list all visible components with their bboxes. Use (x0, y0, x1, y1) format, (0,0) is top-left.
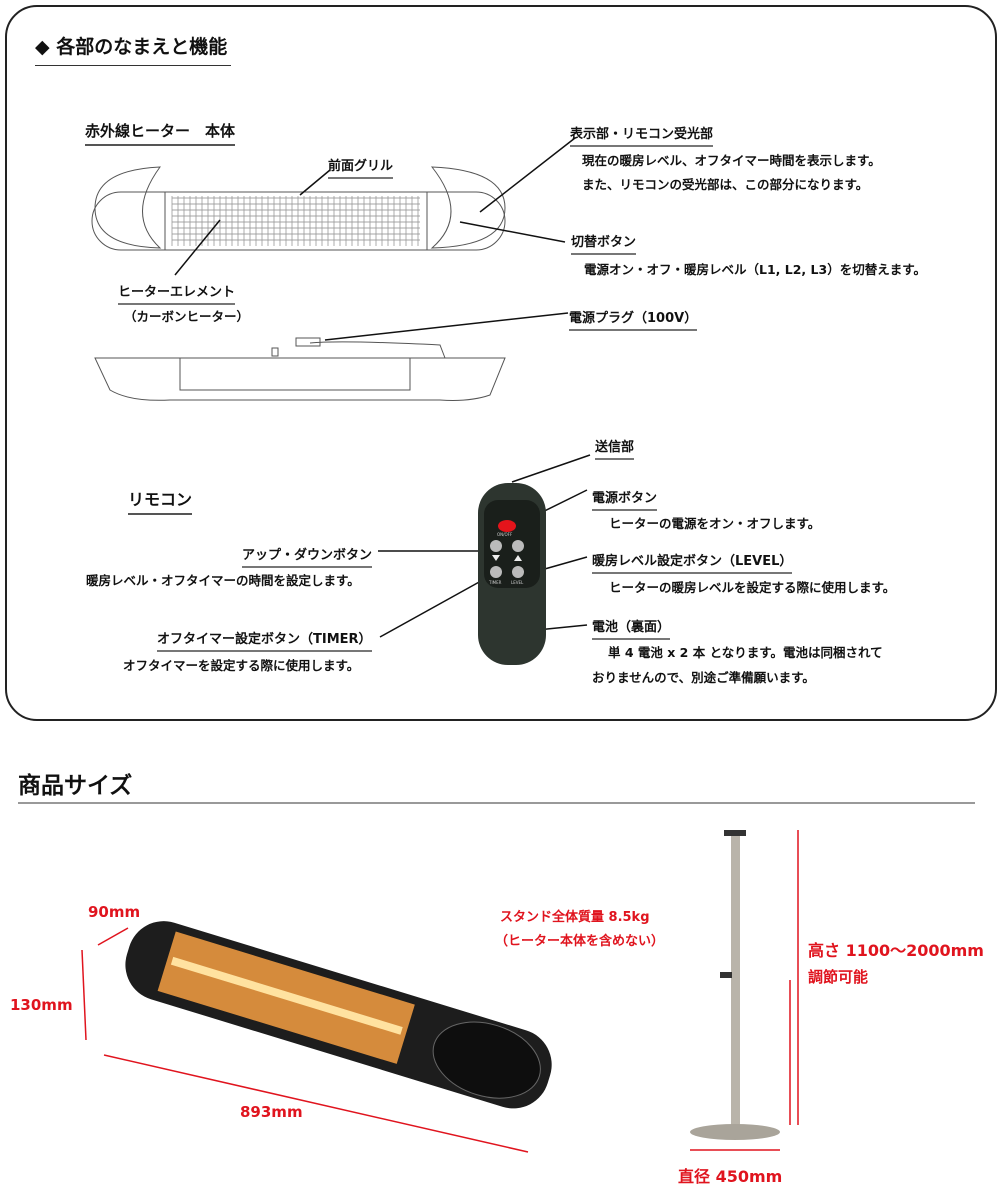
stand-weight: スタンド全体質量 8.5kg (500, 910, 650, 925)
remote-level-text: LEVEL (511, 580, 524, 585)
transmitter-label: 送信部 (595, 436, 635, 460)
element-sub: （カーボンヒーター） (124, 309, 250, 324)
size-title: 商品サイズ (18, 773, 133, 799)
power-desc: ヒーターの電源をオン・オフします。 (609, 516, 821, 531)
battery-label: 電池（裏面） (592, 616, 671, 640)
width-dimension: 893mm (240, 1103, 303, 1121)
switch-label: 切替ボタン (571, 231, 637, 255)
timer-label: オフタイマー設定ボタン（TIMER） (157, 628, 372, 652)
battery-desc-1: 単 4 電池 x 2 本 となります。電池は同梱されて (608, 645, 883, 660)
heater-side-drawing (94, 337, 506, 401)
display-desc-1: 現在の暖房レベル、オフタイマー時間を表示します。 (582, 153, 881, 168)
remote-power-button (498, 520, 516, 532)
stand-weight-note: （ヒーター本体を含めない） (495, 934, 665, 949)
remote-timer-text: TIMER (489, 580, 502, 585)
remote-drawing (478, 483, 546, 665)
updown-label: アップ・ダウンボタン (242, 544, 373, 568)
plug-label: 電源プラグ（100V） (569, 307, 698, 331)
battery-desc-2: おりませんので、別途ご準備願います。 (592, 670, 815, 685)
stand-adjustable: 調節可能 (808, 968, 869, 986)
stand-drawing (690, 830, 780, 1140)
switch-desc: 電源オン・オフ・暖房レベル（L1, L2, L3）を切替えます。 (584, 262, 926, 277)
stand-diameter: 直径 450mm (678, 1167, 783, 1186)
power-label: 電源ボタン (592, 487, 658, 511)
parts-title: ◆ 各部のなまえと機能 (35, 32, 232, 66)
element-label: ヒーターエレメント (118, 281, 236, 305)
remote-onoff-text: ON/OFF (497, 532, 513, 537)
front-grill-label: 前面グリル (328, 155, 394, 179)
remote-heading: リモコン (128, 486, 193, 515)
updown-desc: 暖房レベル・オフタイマーの時間を設定します。 (86, 573, 360, 588)
heater-front-drawing (91, 166, 506, 251)
stand-height: 高さ 1100〜2000mm (808, 941, 984, 960)
depth-dimension: 90mm (88, 903, 141, 921)
display-desc-2: また、リモコンの受光部は、この部分になります。 (582, 177, 869, 192)
heater-heading: 赤外線ヒーター 本体 (85, 120, 236, 146)
timer-desc: オフタイマーを設定する際に使用します。 (123, 658, 360, 673)
parts-frame (5, 5, 997, 721)
level-label: 暖房レベル設定ボタン（LEVEL） (592, 550, 793, 574)
level-desc: ヒーターの暖房レベルを設定する際に使用します。 (609, 580, 896, 595)
height-dimension: 130mm (10, 996, 73, 1014)
display-label: 表示部・リモコン受光部 (570, 123, 714, 147)
heater-photo (125, 921, 552, 1109)
